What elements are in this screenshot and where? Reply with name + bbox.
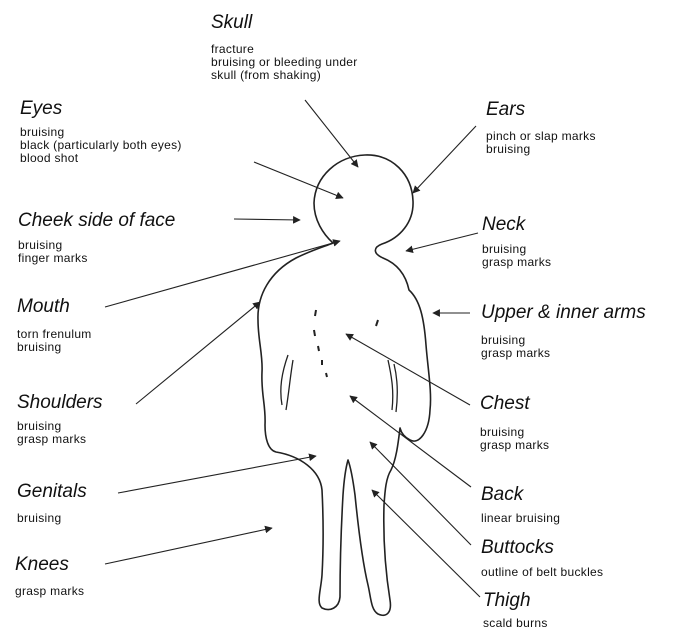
genitals-details: bruising <box>17 512 87 525</box>
label-thigh: Thigh scald burns <box>483 590 548 630</box>
genitals-heading: Genitals <box>17 481 87 503</box>
ears-heading: Ears <box>486 99 596 121</box>
arrow-neck <box>406 233 478 251</box>
chest-heading: Chest <box>480 393 549 415</box>
upper-arms-heading: Upper & inner arms <box>481 302 646 324</box>
upper-arms-detail-2: grasp marks <box>481 347 646 360</box>
arrow-genitals <box>118 456 316 493</box>
label-mouth: Mouth torn frenulum bruising <box>17 296 92 354</box>
label-chest: Chest bruising grasp marks <box>480 393 549 452</box>
skull-details: fracture bruising or bleeding under skul… <box>211 43 358 82</box>
label-ears: Ears pinch or slap marks bruising <box>486 99 596 156</box>
mouth-details: torn frenulum bruising <box>17 328 92 354</box>
knees-heading: Knees <box>15 554 84 576</box>
neck-detail-2: grasp marks <box>482 256 551 269</box>
label-upper-arms: Upper & inner arms bruising grasp marks <box>481 302 646 360</box>
cheek-heading: Cheek side of face <box>18 210 175 232</box>
shoulders-detail-2: grasp marks <box>17 433 103 446</box>
eyes-details: bruising black (particularly both eyes) … <box>20 126 182 165</box>
shoulders-heading: Shoulders <box>17 392 103 414</box>
left-arm-contour <box>281 355 293 410</box>
label-neck: Neck bruising grasp marks <box>482 214 551 269</box>
back-details: linear bruising <box>481 512 560 525</box>
eyes-heading: Eyes <box>20 98 182 120</box>
shoulders-details: bruising grasp marks <box>17 420 103 446</box>
arrow-cheek <box>234 219 300 220</box>
ears-detail-2: bruising <box>486 143 596 156</box>
pointer-arrows <box>105 100 480 597</box>
chest-details: bruising grasp marks <box>480 426 549 452</box>
knees-details: grasp marks <box>15 585 84 598</box>
arrow-eyes <box>254 162 343 198</box>
eyes-detail-3: blood shot <box>20 152 182 165</box>
label-back: Back linear bruising <box>481 484 560 525</box>
bruise-marks <box>314 310 378 377</box>
child-silhouette <box>258 155 431 615</box>
right-arm-contour <box>388 360 397 412</box>
label-knees: Knees grasp marks <box>15 554 84 598</box>
buttocks-details: outline of belt buckles <box>481 566 603 579</box>
upper-arms-details: bruising grasp marks <box>481 334 646 360</box>
buttocks-detail-1: outline of belt buckles <box>481 566 603 579</box>
genitals-detail-1: bruising <box>17 512 87 525</box>
label-eyes: Eyes bruising black (particularly both e… <box>20 98 182 165</box>
arrow-back <box>350 396 471 487</box>
mouth-heading: Mouth <box>17 296 92 318</box>
arrow-chest <box>346 334 470 405</box>
thigh-details: scald burns <box>483 617 548 630</box>
label-genitals: Genitals bruising <box>17 481 87 525</box>
back-detail-1: linear bruising <box>481 512 560 525</box>
arrow-knees <box>105 528 272 564</box>
arrow-ears <box>413 126 476 193</box>
label-skull: Skull fracture bruising or bleeding unde… <box>211 12 358 82</box>
arrow-shoulders <box>136 302 260 404</box>
chest-detail-2: grasp marks <box>480 439 549 452</box>
cheek-detail-2: finger marks <box>18 252 175 265</box>
arrow-skull <box>305 100 358 167</box>
skull-detail-3: skull (from shaking) <box>211 69 358 82</box>
arrow-thigh <box>372 490 480 597</box>
label-shoulders: Shoulders bruising grasp marks <box>17 392 103 446</box>
neck-heading: Neck <box>482 214 551 236</box>
neck-details: bruising grasp marks <box>482 243 551 269</box>
buttocks-heading: Buttocks <box>481 537 603 559</box>
skull-heading: Skull <box>211 12 358 34</box>
thigh-heading: Thigh <box>483 590 548 612</box>
label-buttocks: Buttocks outline of belt buckles <box>481 537 603 579</box>
thigh-detail-1: scald burns <box>483 617 548 630</box>
mouth-detail-2: bruising <box>17 341 92 354</box>
cheek-details: bruising finger marks <box>18 239 175 265</box>
knees-detail-1: grasp marks <box>15 585 84 598</box>
back-heading: Back <box>481 484 560 506</box>
ears-details: pinch or slap marks bruising <box>486 130 596 156</box>
label-cheek: Cheek side of face bruising finger marks <box>18 210 175 265</box>
